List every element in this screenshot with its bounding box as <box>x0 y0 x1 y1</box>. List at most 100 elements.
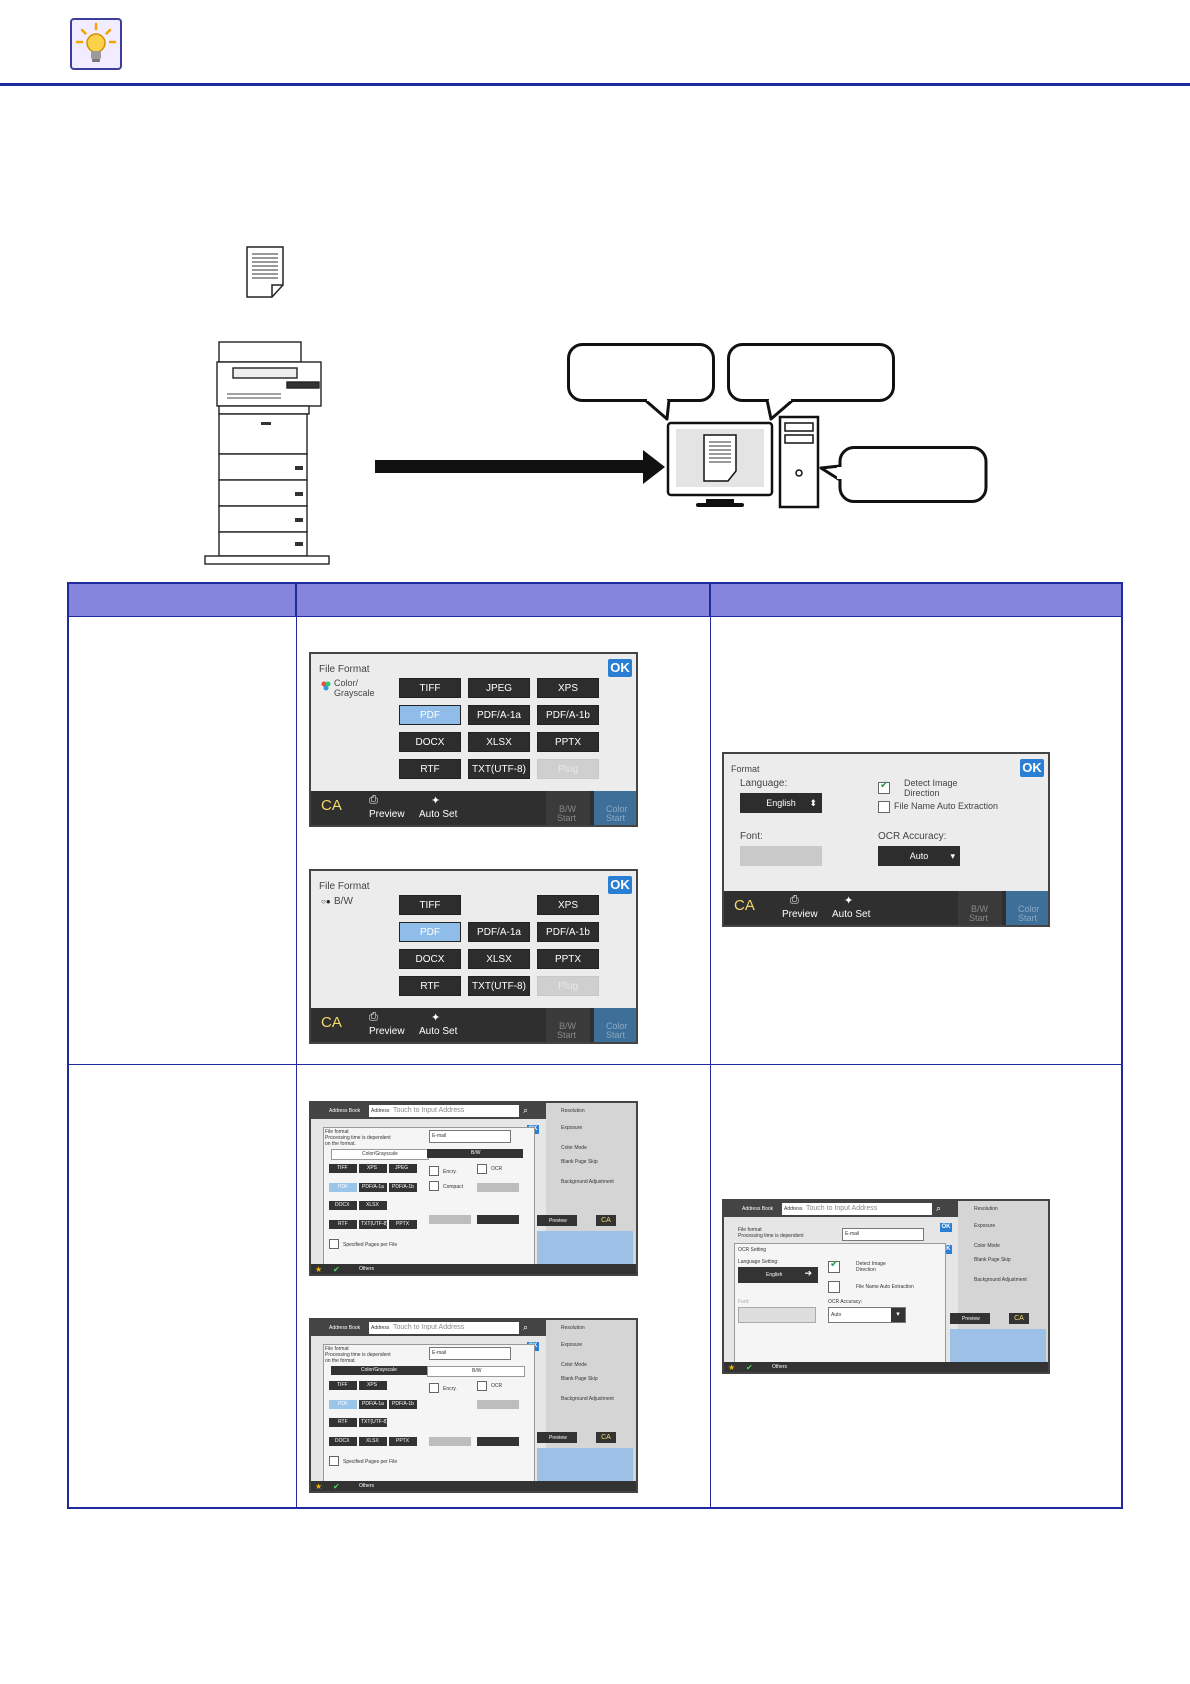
color-start-button[interactable]: Color Start <box>594 791 636 825</box>
pptx-button[interactable]: PPTX <box>389 1220 417 1229</box>
ocr-checkbox[interactable] <box>477 1381 487 1391</box>
color-start-button[interactable]: Color Start <box>594 1008 636 1042</box>
pdfa1a-button[interactable]: PDF/A-1a <box>468 922 530 942</box>
detect-direction-checkbox[interactable]: ✔ <box>878 780 890 794</box>
pdfa1b-button[interactable]: PDF/A-1b <box>389 1400 417 1409</box>
rtf-button[interactable]: RTF <box>399 759 461 779</box>
preview-button[interactable]: Preview <box>369 809 405 820</box>
docx-button[interactable]: DOCX <box>329 1201 357 1210</box>
compact-checkbox[interactable] <box>429 1181 439 1191</box>
encrypt-checkbox[interactable] <box>429 1166 439 1176</box>
check-icon[interactable]: ✔ <box>333 1265 340 1274</box>
rtf-button[interactable]: RTF <box>399 976 461 996</box>
ocr-checkbox[interactable] <box>477 1164 487 1174</box>
side-color-mode[interactable]: Color Mode <box>561 1362 587 1368</box>
side-exposure[interactable]: Exposure <box>974 1223 996 1229</box>
star-icon[interactable]: ★ <box>315 1265 323 1274</box>
rtf-button[interactable]: RTF <box>329 1418 357 1427</box>
side-background-adjustment[interactable]: Background Adjustment <box>561 1179 614 1185</box>
xlsx-button[interactable]: XLSX <box>359 1201 387 1210</box>
docx-button[interactable]: DOCX <box>399 732 461 752</box>
side-blank-page-skip[interactable]: Blank Page Skip <box>561 1159 598 1165</box>
xps-button[interactable]: XPS <box>537 895 599 915</box>
file-name-extraction-checkbox[interactable] <box>878 801 890 813</box>
color-start-button[interactable]: Color Start <box>1006 891 1048 925</box>
tiff-button[interactable]: TIFF <box>399 895 461 915</box>
pdfa1a-button[interactable]: PDF/A-1a <box>359 1400 387 1409</box>
side-exposure[interactable]: Exposure <box>561 1125 583 1131</box>
rtf-button[interactable]: RTF <box>329 1220 357 1229</box>
email-dropdown[interactable]: E-mail <box>842 1228 924 1241</box>
side-blank-page-skip[interactable]: Blank Page Skip <box>974 1257 1011 1263</box>
start-button[interactable] <box>537 1231 633 1266</box>
ca-button[interactable]: CA <box>596 1215 616 1226</box>
search-icon[interactable]: ⌕ <box>936 1203 942 1213</box>
ocr-setting-button[interactable] <box>477 1437 519 1446</box>
pdfa1a-button[interactable]: PDF/A-1a <box>468 705 530 725</box>
start-button[interactable] <box>537 1448 633 1483</box>
tab-bw[interactable]: B/W <box>427 1366 525 1377</box>
tab-color[interactable]: Color/Grayscale <box>331 1149 429 1160</box>
bw-start-button[interactable]: B/W Start <box>546 791 590 825</box>
xps-button[interactable]: XPS <box>359 1164 387 1173</box>
specified-pages-checkbox[interactable] <box>329 1456 339 1466</box>
email-dropdown[interactable]: E-mail <box>429 1130 511 1143</box>
auto-set-button[interactable]: Auto Set <box>419 1026 458 1037</box>
others-button[interactable]: Others <box>359 1266 375 1272</box>
specified-pages-checkbox[interactable] <box>329 1239 339 1249</box>
bw-start-button[interactable]: B/W Start <box>546 1008 590 1042</box>
email-dropdown[interactable]: E-mail <box>429 1347 511 1360</box>
others-button[interactable]: Others <box>772 1364 788 1370</box>
ca-button[interactable]: CA <box>734 897 755 914</box>
address-field[interactable]: Address Touch to Input Address <box>369 1105 519 1117</box>
ocr-ok-button[interactable]: OK <box>940 1245 952 1254</box>
tiff-button[interactable]: TIFF <box>329 1381 357 1390</box>
address-book-button[interactable]: Address Book <box>329 1108 361 1114</box>
side-color-mode[interactable]: Color Mode <box>974 1243 1000 1249</box>
side-blank-page-skip[interactable]: Blank Page Skip <box>561 1376 598 1382</box>
pptx-button[interactable]: PPTX <box>537 949 599 969</box>
side-exposure[interactable]: Exposure <box>561 1342 583 1348</box>
ca-button[interactable]: CA <box>596 1432 616 1443</box>
xps-button[interactable]: XPS <box>537 678 599 698</box>
docx-button[interactable]: DOCX <box>399 949 461 969</box>
pdfa1b-button[interactable]: PDF/A-1b <box>537 922 599 942</box>
side-background-adjustment[interactable]: Background Adjustment <box>561 1396 614 1402</box>
tiff-button[interactable]: TIFF <box>329 1164 357 1173</box>
txt-button[interactable]: TXT(UTF-8) <box>468 976 530 996</box>
side-resolution[interactable]: Resolution <box>561 1108 585 1114</box>
check-icon[interactable]: ✔ <box>746 1363 753 1372</box>
ok-button[interactable]: OK <box>1020 759 1044 777</box>
detect-direction-checkbox[interactable]: ✔ <box>828 1259 840 1273</box>
side-resolution[interactable]: Resolution <box>974 1206 998 1212</box>
ca-button[interactable]: CA <box>321 797 342 814</box>
docx-button[interactable]: DOCX <box>329 1437 357 1446</box>
txt-button[interactable]: TXT(UTF-8) <box>359 1220 388 1229</box>
pdf-button[interactable]: PDF <box>399 922 461 942</box>
pptx-button[interactable]: PPTX <box>537 732 599 752</box>
xps-button[interactable]: XPS <box>359 1381 387 1390</box>
check-icon[interactable]: ✔ <box>333 1482 340 1491</box>
start-button[interactable] <box>950 1329 1046 1364</box>
xlsx-button[interactable]: XLSX <box>468 732 530 752</box>
pdf-button[interactable]: PDF <box>329 1400 357 1409</box>
ok-button[interactable]: OK <box>940 1223 952 1232</box>
side-resolution[interactable]: Resolution <box>561 1325 585 1331</box>
tab-bw[interactable]: B/W <box>427 1149 523 1158</box>
language-dropdown[interactable]: English ⬍ <box>740 793 822 813</box>
address-field[interactable]: Address Touch to Input Address <box>782 1203 932 1215</box>
side-color-mode[interactable]: Color Mode <box>561 1145 587 1151</box>
auto-set-button[interactable]: Auto Set <box>832 909 871 920</box>
auto-set-button[interactable]: Auto Set <box>419 809 458 820</box>
preview-button[interactable]: Preview <box>950 1313 990 1324</box>
xlsx-button[interactable]: XLSX <box>359 1437 387 1446</box>
ca-button[interactable]: CA <box>321 1014 342 1031</box>
xlsx-button[interactable]: XLSX <box>468 949 530 969</box>
txt-button[interactable]: TXT(UTF-8) <box>468 759 530 779</box>
pdfa1a-button[interactable]: PDF/A-1a <box>359 1183 387 1192</box>
file-name-extraction-checkbox[interactable] <box>828 1281 840 1293</box>
search-icon[interactable]: ⌕ <box>523 1322 529 1332</box>
search-icon[interactable]: ⌕ <box>523 1105 529 1115</box>
tiff-button[interactable]: TIFF <box>399 678 461 698</box>
star-icon[interactable]: ★ <box>315 1482 323 1491</box>
